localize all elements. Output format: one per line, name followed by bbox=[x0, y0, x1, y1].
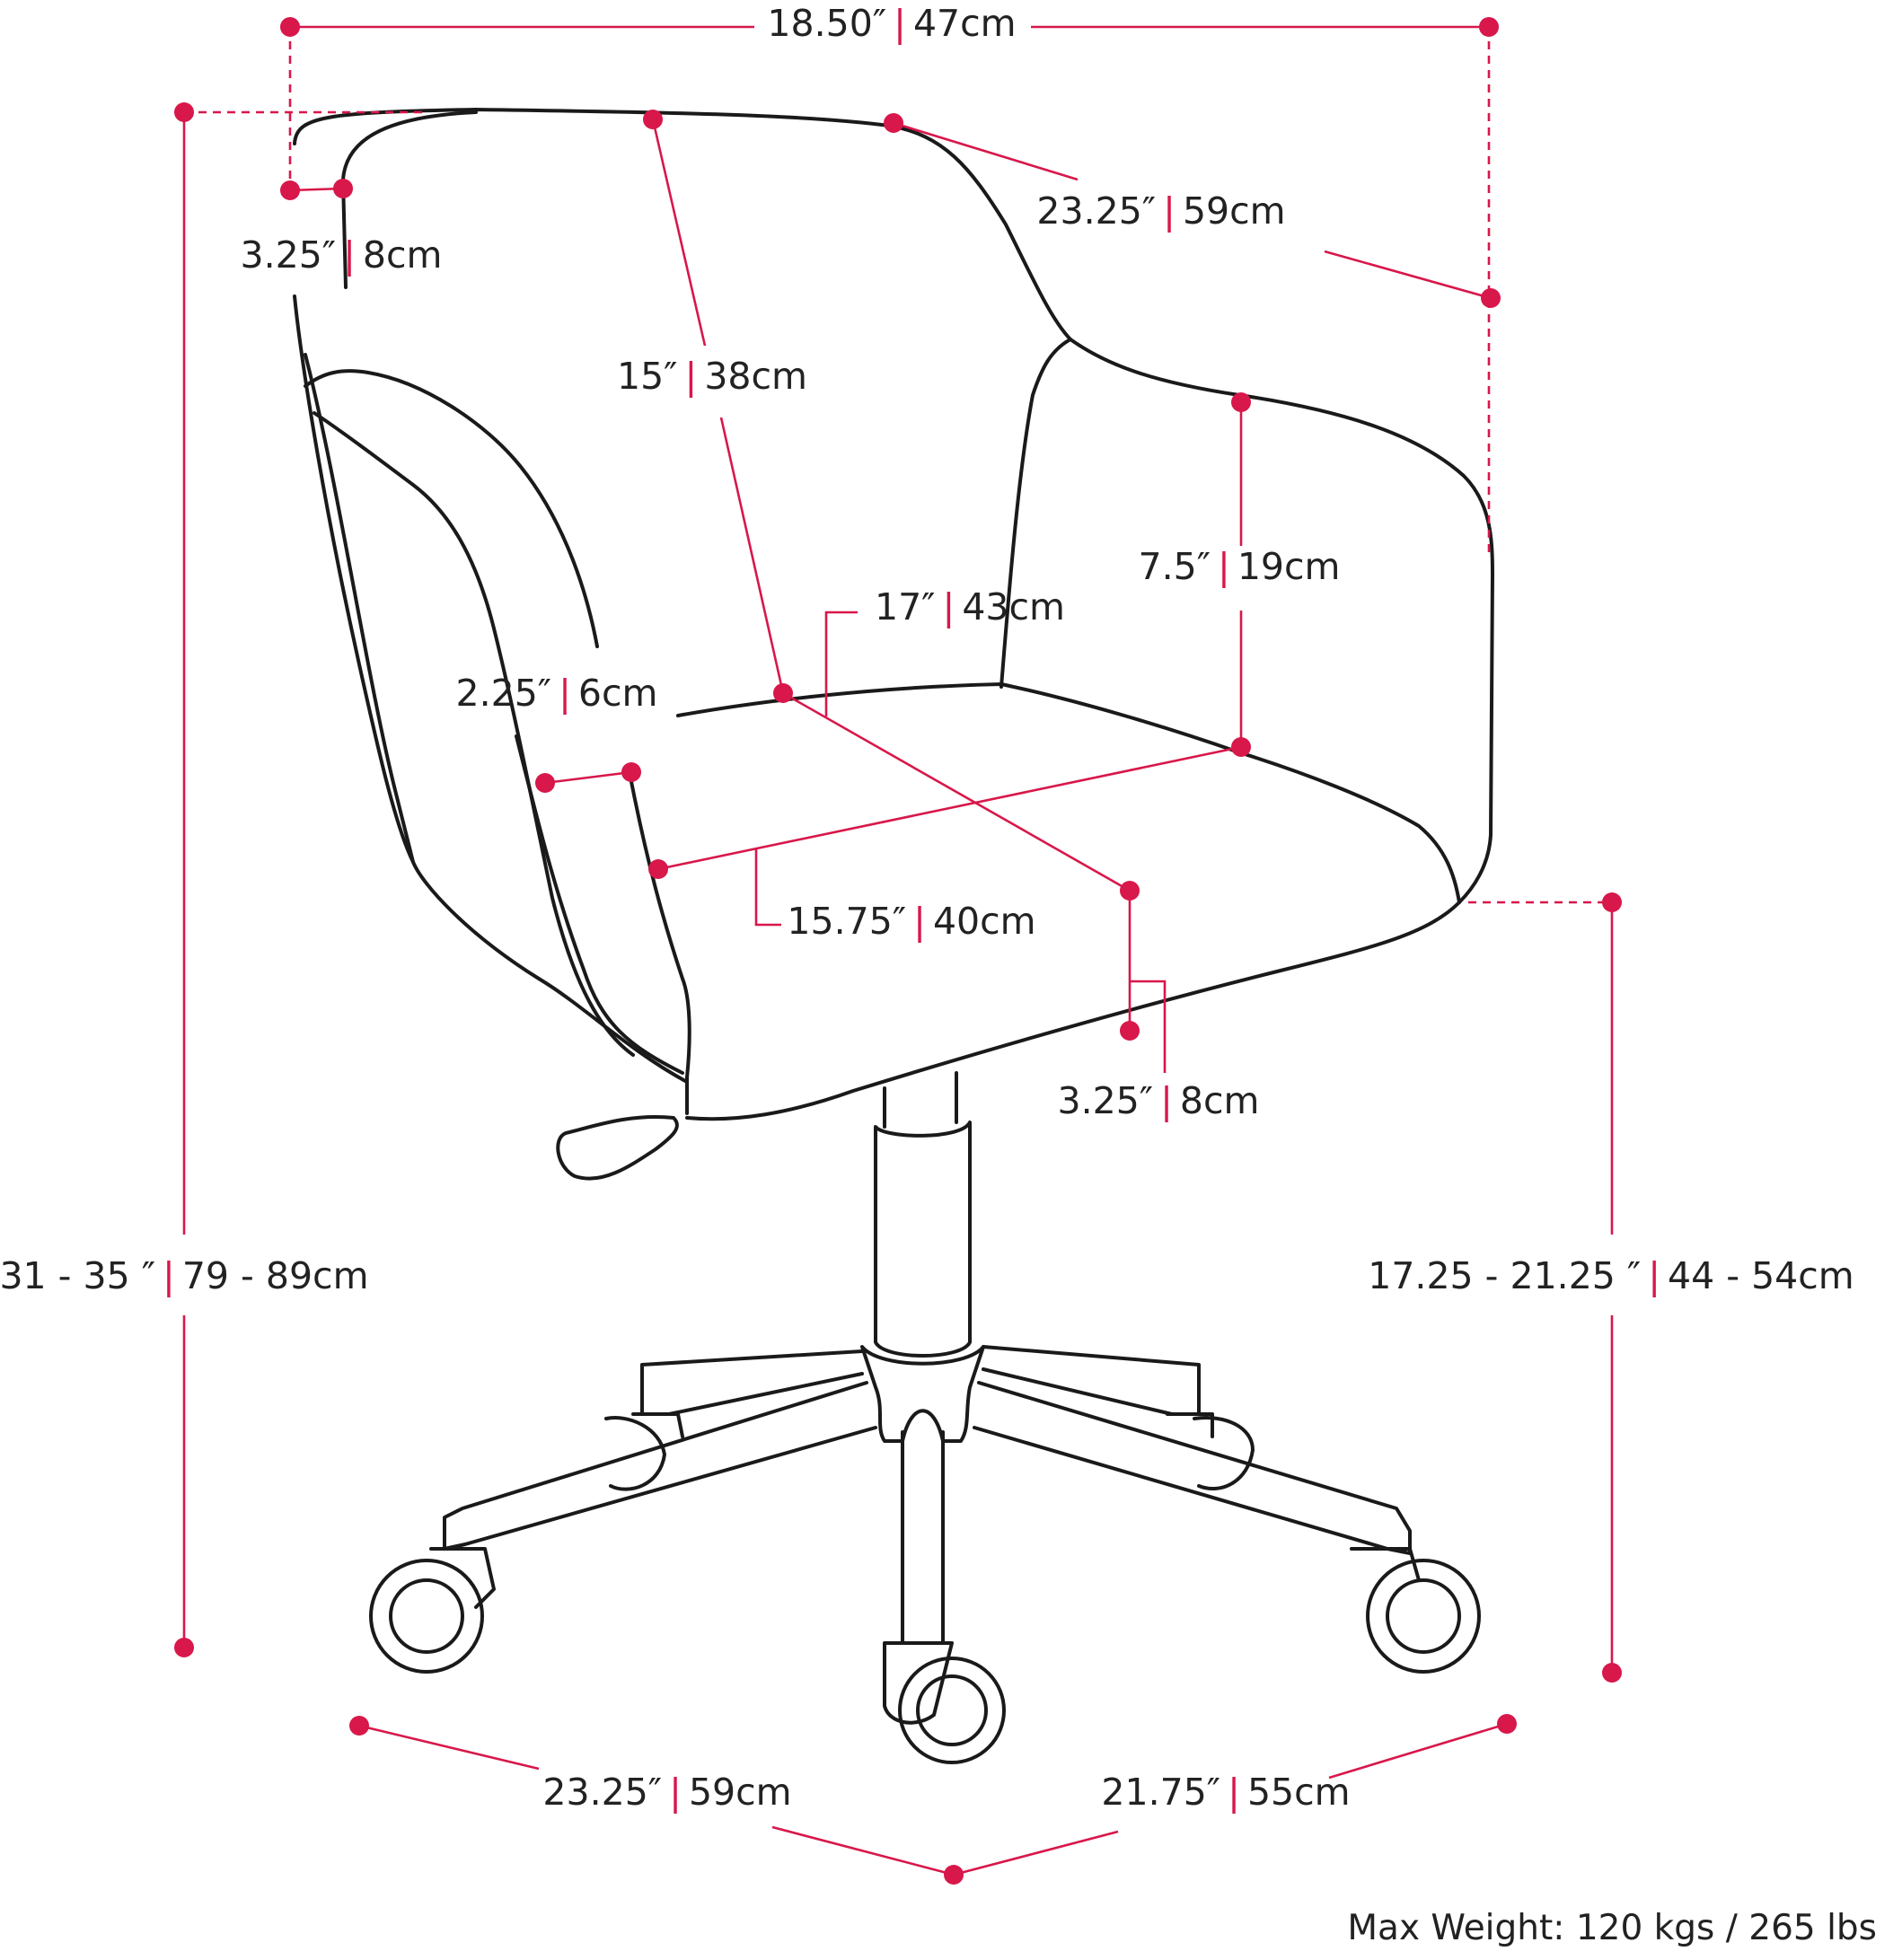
label-seat-depth: 17″|43cm bbox=[875, 585, 1065, 628]
max-weight-note: Max Weight: 120 kgs / 265 lbs bbox=[1347, 1908, 1877, 1948]
base-leg-right bbox=[973, 1381, 1412, 1555]
caster-right bbox=[1350, 1547, 1481, 1674]
height-lever bbox=[556, 1115, 679, 1181]
left-arm-front-inner bbox=[627, 766, 691, 1115]
label-seat-width: 15.75″|40cm bbox=[787, 900, 1035, 943]
label-overall-height: 31 - 35 ″|79 - 89cm bbox=[0, 1254, 369, 1297]
left-arm-front bbox=[515, 734, 684, 1075]
left-arm-edge bbox=[304, 353, 415, 864]
backrest-outline bbox=[293, 108, 1494, 904]
left-arm-pad-inner bbox=[313, 411, 635, 1057]
chair-drawing bbox=[293, 108, 1494, 1764]
label-arm-depth: 23.25″|59cm bbox=[1036, 189, 1285, 233]
seat-back-edge bbox=[676, 682, 1241, 754]
label-arm-height: 7.5″|19cm bbox=[1138, 545, 1340, 588]
base-leg-back-right bbox=[982, 1345, 1201, 1416]
left-arm-outer bbox=[293, 294, 689, 1084]
seat-front bbox=[685, 901, 1461, 1121]
dimension-lines bbox=[174, 17, 1622, 1885]
label-seat-thickness: 3.25″|8cm bbox=[1057, 1079, 1259, 1122]
caster-front bbox=[883, 1641, 1006, 1764]
label-arm-width: 2.25″|6cm bbox=[455, 672, 657, 715]
label-seat-height: 17.25 - 21.25 ″|44 - 54cm bbox=[1368, 1254, 1854, 1297]
gas-cylinder bbox=[874, 1121, 972, 1358]
caster-back-right bbox=[1166, 1412, 1255, 1491]
label-back-height: 15″|38cm bbox=[617, 355, 807, 398]
base-leg-left bbox=[443, 1381, 877, 1551]
seat-right-edge bbox=[1237, 751, 1461, 904]
left-arm-pad bbox=[304, 369, 599, 648]
base-hub bbox=[860, 1345, 985, 1443]
dimension-labels: 18.50″|47cm 23.25″|59cm 3.25″|8cm 15″|38… bbox=[0, 2, 1877, 1948]
caster-back-left bbox=[604, 1412, 684, 1491]
base-leg-front bbox=[901, 1430, 945, 1645]
backrest-inner-curve bbox=[341, 110, 478, 289]
base-leg-back-left bbox=[640, 1349, 864, 1416]
caster-left bbox=[369, 1547, 496, 1674]
label-base-width: 21.75″|55cm bbox=[1101, 1771, 1350, 1814]
label-base-depth: 23.25″|59cm bbox=[542, 1771, 791, 1814]
right-arm-inner bbox=[999, 338, 1072, 689]
gas-cylinder-top bbox=[883, 1071, 958, 1129]
label-back-thickness: 3.25″|8cm bbox=[240, 233, 442, 277]
label-overall-width: 18.50″|47cm bbox=[767, 2, 1016, 45]
